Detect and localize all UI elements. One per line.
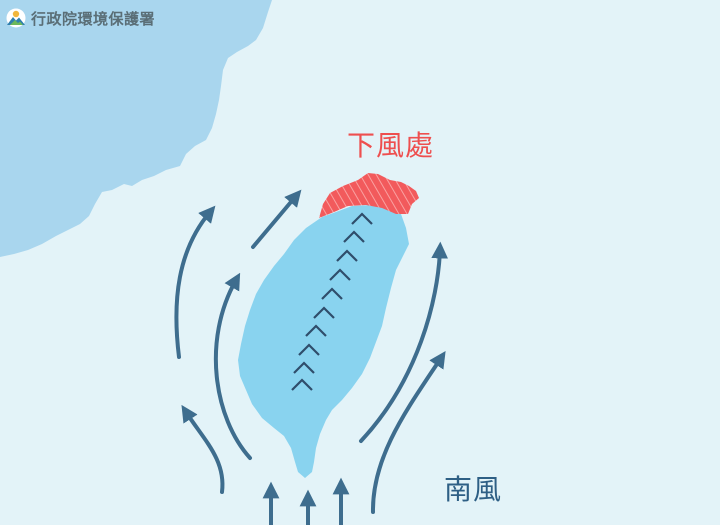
wind-arrow-east-1 xyxy=(359,241,449,443)
wind-arrow-west-3 xyxy=(213,272,252,460)
mountain-mark-8 xyxy=(298,343,320,356)
agency-logo: 行政院環境保護署 xyxy=(6,7,155,29)
wind-arrow-east-2 xyxy=(370,350,446,514)
wind-direction-label: 南風 xyxy=(444,473,503,506)
mountain-mark-1 xyxy=(351,212,373,225)
central-mountain-range xyxy=(291,212,373,391)
mountain-mark-2 xyxy=(343,230,365,243)
mountain-mark-6 xyxy=(313,306,335,319)
wind-arrow-west-4 xyxy=(181,404,225,494)
mountain-mark-5 xyxy=(321,287,343,300)
leeward-label: 下風處 xyxy=(347,129,435,162)
mainland-landmass xyxy=(0,0,272,257)
agency-name: 行政院環境保護署 xyxy=(31,9,156,28)
mountain-mark-7 xyxy=(305,324,327,337)
wind-arrows xyxy=(174,189,449,525)
wind-arrow-west-1 xyxy=(174,205,216,359)
mountain-sun-logo-icon xyxy=(6,8,26,28)
mountain-mark-10 xyxy=(291,378,313,391)
mountain-mark-9 xyxy=(293,361,315,374)
mountain-mark-3 xyxy=(336,249,358,262)
mountain-mark-4 xyxy=(329,268,351,281)
taiwan-island xyxy=(238,205,409,478)
wind-arrow-west-2 xyxy=(251,189,302,249)
leeward-zone xyxy=(319,173,419,218)
